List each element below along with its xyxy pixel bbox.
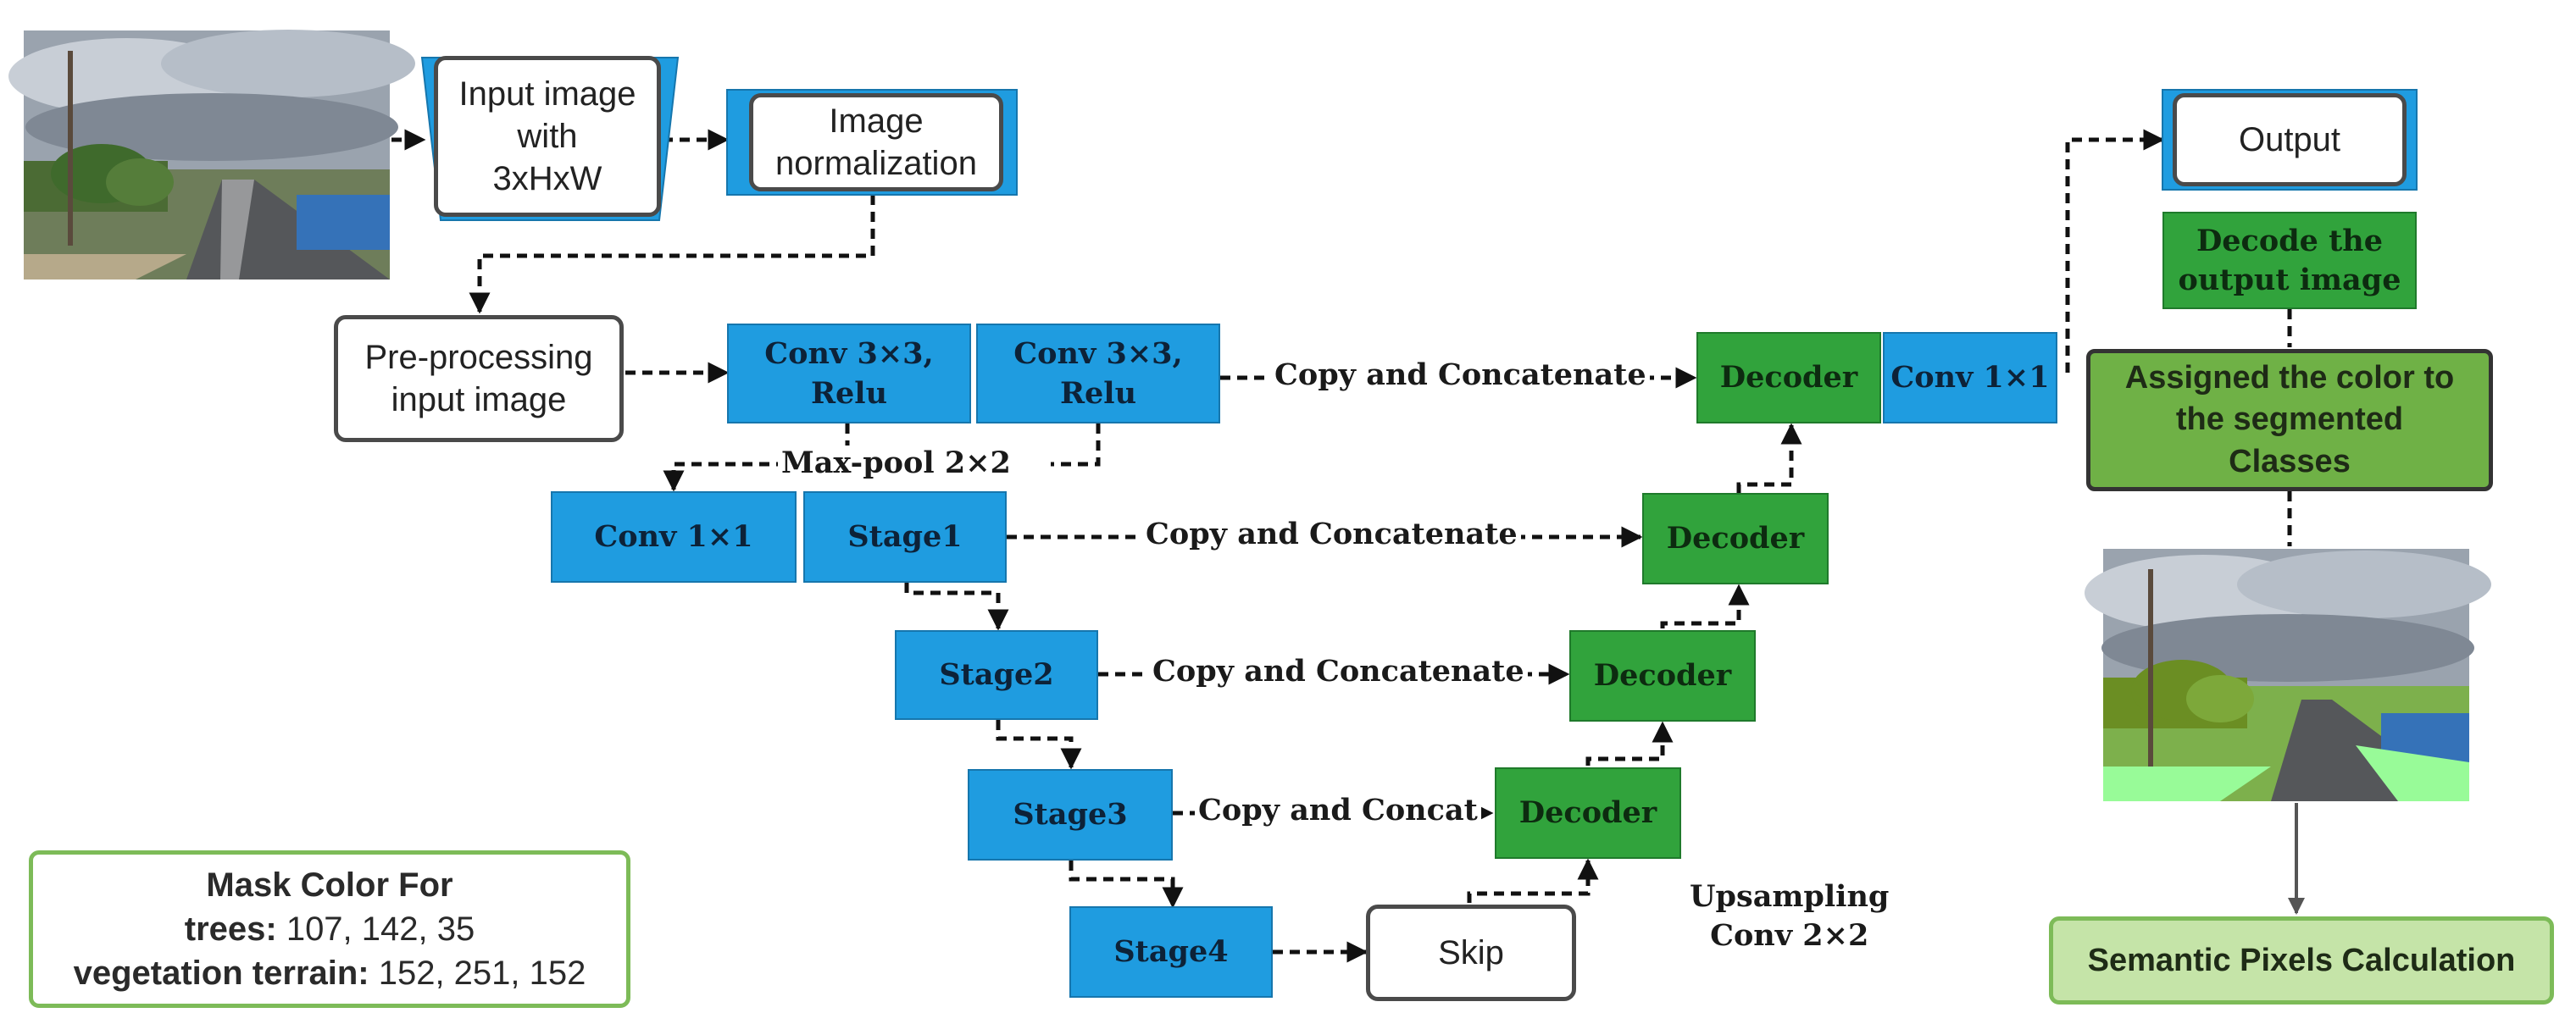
assign-color-node: Assigned the color to the segmented Clas…: [2086, 349, 2493, 491]
conv1x1-right: Conv 1×1: [1883, 332, 2057, 423]
arrow-maxpool-to-conv1x1: [663, 423, 850, 492]
legend-title: Mask Color For: [206, 866, 453, 904]
arrow-decoder3-to-decoder2: [1585, 721, 1674, 766]
stage4-node: Stage4: [1069, 906, 1273, 998]
decode-output-node: Decode the output image: [2162, 212, 2417, 309]
decoder-stage3: Decoder: [1495, 767, 1681, 859]
stage1-node: Stage1: [803, 491, 1007, 583]
legend-vegetation-label: vegetation terrain:: [73, 955, 369, 992]
legend-vegetation-value: 152, 251, 152: [369, 955, 586, 992]
decoder-stage2: Decoder: [1569, 630, 1756, 722]
conv3x3-relu-a: Conv 3×3, Relu: [727, 324, 971, 423]
arrow-decoder2-to-decoder1: [1660, 584, 1750, 628]
legend-trees-value: 107, 142, 35: [276, 910, 475, 948]
mask-color-legend: Mask Color For trees: 107, 142, 35 veget…: [29, 850, 630, 1008]
arrow-maxpool-right: [1051, 423, 1101, 467]
stage3-node: Stage3: [968, 769, 1173, 861]
legend-trees-label: trees:: [184, 910, 277, 948]
label-upsampling: Upsampling Conv 2×2: [1686, 877, 1893, 955]
arrow-stage3-to-stage4: [1069, 861, 1184, 909]
arrow-stage1-to-stage2: [904, 583, 1009, 631]
preprocessing-node: Pre-processing input image: [334, 315, 624, 442]
label-copy-concat-top: Copy and Concatenate: [1271, 357, 1650, 392]
result-photo: [2085, 549, 2491, 801]
output-node: Output: [2173, 93, 2407, 186]
legend-vegetation: vegetation terrain: 152, 251, 152: [74, 951, 586, 995]
skip-node: Skip: [1366, 905, 1576, 1001]
arrow-conv1x1-to-output: [2065, 129, 2165, 373]
label-copy-concat-stage1: Copy and Concatenate: [1142, 517, 1521, 551]
arrow-decoder1-to-decodertop: [1736, 423, 1802, 493]
semantic-pixels-node: Semantic Pixels Calculation: [2049, 916, 2554, 1005]
legend-trees: trees: 107, 142, 35: [185, 907, 475, 951]
image-normalization-node: Image normalization: [749, 93, 1003, 191]
arrow-stage2-to-stage3: [996, 720, 1082, 770]
decoder-top: Decoder: [1696, 332, 1881, 423]
input-photo: [8, 30, 415, 280]
conv1x1-left: Conv 1×1: [551, 491, 797, 583]
label-copy-concat-stage3: Copy and Concat: [1195, 793, 1481, 827]
arrow-skip-to-decoder: [1467, 858, 1599, 903]
stage2-node: Stage2: [895, 630, 1098, 720]
label-copy-concat-stage2: Copy and Concatenate: [1149, 654, 1528, 689]
input-image-node: Input image with 3xHxW: [434, 56, 661, 217]
arrow-normalization-to-preprocessing: [469, 195, 875, 314]
conv3x3-relu-b: Conv 3×3, Relu: [976, 324, 1220, 423]
label-maxpool: Max-pool 2×2: [778, 446, 1014, 480]
decoder-stage1: Decoder: [1642, 493, 1829, 584]
